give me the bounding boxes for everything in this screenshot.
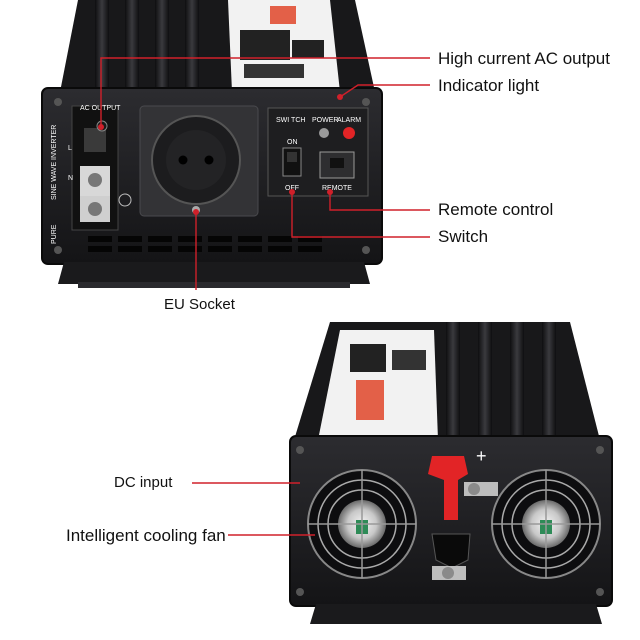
off-label: OFF: [285, 185, 299, 192]
callout-remote-control: Remote control: [438, 200, 554, 219]
n-label: N: [68, 175, 73, 182]
alarm-label: ALARM: [337, 117, 361, 124]
callout-switch: Switch: [438, 227, 489, 246]
pure-label: PURE: [51, 224, 58, 244]
remote-label: REMOTE: [322, 185, 352, 192]
top-inverter: AC OUTPUT SWI TCH ON OFF POWER ALARM REM…: [41, 0, 383, 288]
l-label: L: [68, 145, 72, 152]
callout-dc-input: DC input: [114, 474, 173, 491]
top-callout-dots: [98, 94, 343, 215]
callout-ac-output: High current AC output: [438, 49, 610, 68]
on-label: ON: [287, 139, 298, 146]
callout-eu-socket: EU Socket: [164, 296, 235, 313]
switch-label: SWI TCH: [276, 117, 305, 124]
power-label: POWER: [312, 117, 338, 124]
callout-indicator-light: Indicator light: [438, 76, 540, 95]
bottom-inverter: +: [289, 322, 613, 624]
right-fan: [491, 469, 601, 579]
plus-symbol: +: [476, 446, 487, 466]
top-callout-lines: [100, 57, 430, 290]
bottom-callout-lines: [192, 482, 315, 536]
side-label: SINE WAVE INVERTER: [51, 125, 58, 200]
left-fan: [307, 469, 417, 579]
callout-cooling-fan: Intelligent cooling fan: [66, 526, 226, 545]
